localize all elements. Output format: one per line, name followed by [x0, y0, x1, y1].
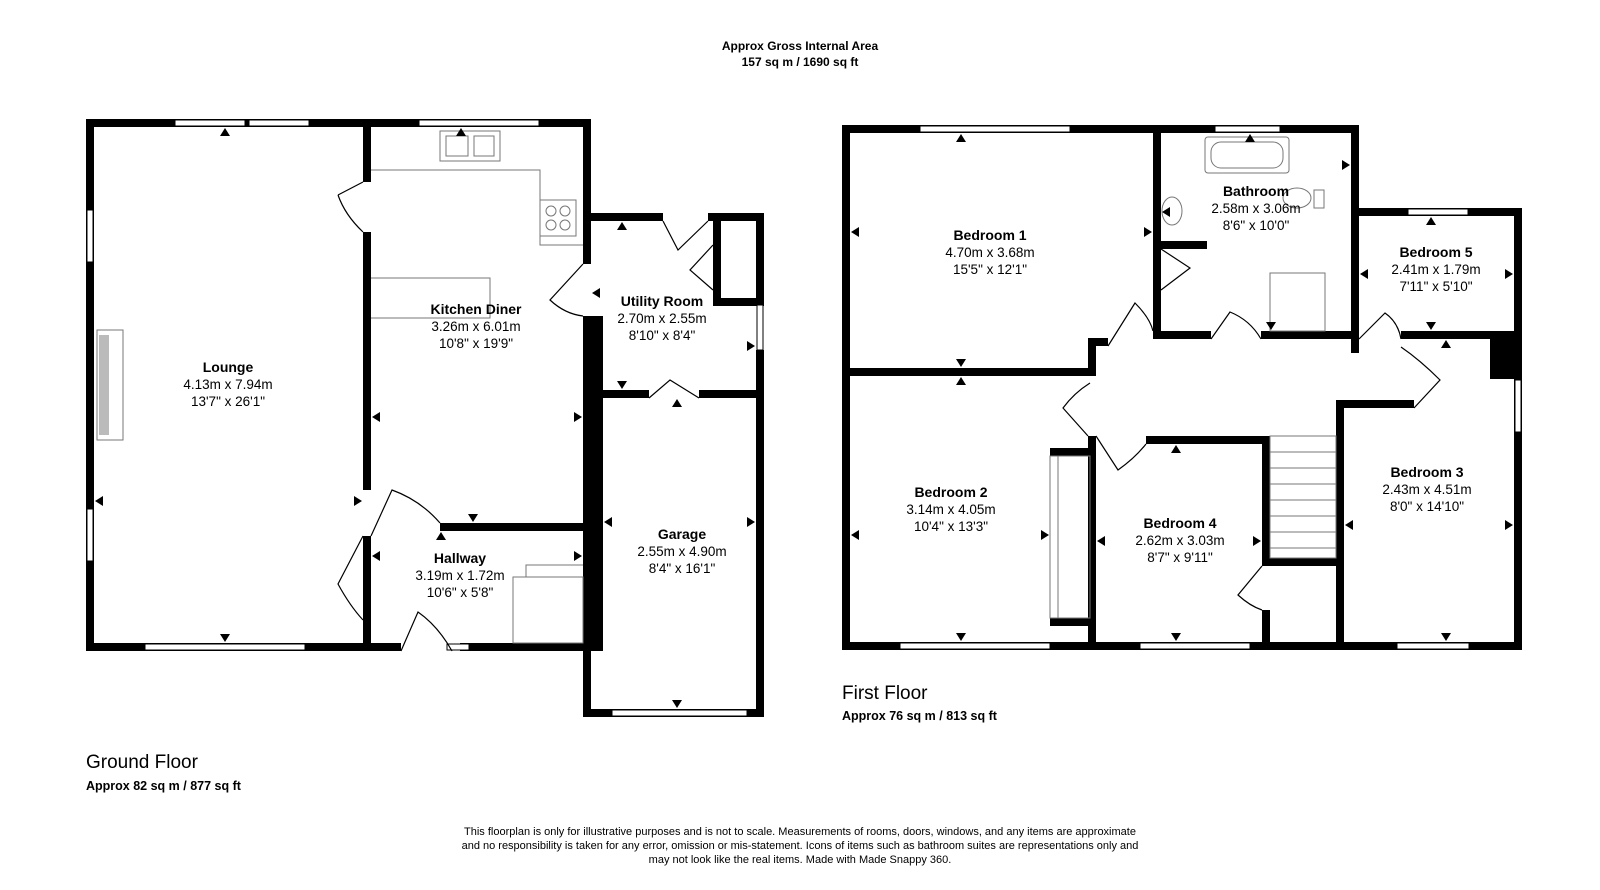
room-metric: 2.58m x 3.06m — [1211, 201, 1300, 216]
room-name: Garage — [658, 526, 706, 542]
room-metric: 2.41m x 1.79m — [1391, 262, 1480, 277]
room-metric: 3.26m x 6.01m — [431, 319, 520, 334]
first-floor-title: First Floor — [842, 683, 928, 704]
ground-floor-title: Ground Floor — [86, 752, 199, 773]
disclaimer-line: and no responsibility is taken for any e… — [462, 840, 1139, 852]
gross-area-title: Approx Gross Internal Area — [722, 39, 879, 53]
room-metric: 4.70m x 3.68m — [945, 245, 1034, 260]
room-name: Utility Room — [621, 293, 703, 309]
room-metric: 2.62m x 3.03m — [1135, 533, 1224, 548]
ground-floor-plan: Lounge 4.13m x 7.94m 13'7" x 26'1" Kitch… — [86, 119, 764, 717]
room-metric: 4.13m x 7.94m — [183, 377, 272, 392]
disclaimer-line: may not look like the real items. Made w… — [649, 854, 952, 866]
room-imperial: 8'4" x 16'1" — [649, 561, 716, 576]
room-name: Bedroom 3 — [1390, 464, 1463, 480]
room-metric: 3.14m x 4.05m — [906, 502, 995, 517]
room-metric: 2.55m x 4.90m — [637, 544, 726, 559]
room-imperial: 8'7" x 9'11" — [1147, 550, 1213, 565]
room-name: Lounge — [203, 359, 254, 375]
room-metric: 2.70m x 2.55m — [617, 311, 706, 326]
room-metric: 3.19m x 1.72m — [415, 568, 504, 583]
room-metric: 2.43m x 4.51m — [1382, 482, 1471, 497]
room-imperial: 15'5" x 12'1" — [953, 262, 1027, 277]
room-imperial: 8'6" x 10'0" — [1223, 218, 1290, 233]
room-name: Bathroom — [1223, 183, 1289, 199]
room-imperial: 8'0" x 14'10" — [1390, 499, 1464, 514]
room-imperial: 7'11" x 5'10" — [1399, 279, 1472, 294]
room-name: Bedroom 2 — [914, 484, 987, 500]
room-imperial: 10'6" x 5'8" — [427, 585, 494, 600]
gross-area-value: 157 sq m / 1690 sq ft — [742, 55, 859, 69]
staircase — [1269, 435, 1337, 559]
room-name: Hallway — [434, 550, 486, 566]
room-name: Bedroom 4 — [1143, 515, 1216, 531]
room-imperial: 10'8" x 19'9" — [439, 336, 513, 351]
ground-floor-area: Approx 82 sq m / 877 sq ft — [86, 779, 242, 793]
room-imperial: 10'4" x 13'3" — [914, 519, 988, 534]
room-name: Bedroom 5 — [1399, 244, 1472, 260]
room-name: Bedroom 1 — [953, 227, 1026, 243]
first-floor-area: Approx 76 sq m / 813 sq ft — [842, 709, 998, 723]
disclaimer-line: This floorplan is only for illustrative … — [464, 826, 1136, 838]
room-imperial: 13'7" x 26'1" — [191, 394, 265, 409]
room-name: Kitchen Diner — [430, 301, 522, 317]
first-floor-plan: Bedroom 1 4.70m x 3.68m 15'5" x 12'1" Ba… — [842, 125, 1522, 650]
room-imperial: 8'10" x 8'4" — [629, 328, 696, 343]
